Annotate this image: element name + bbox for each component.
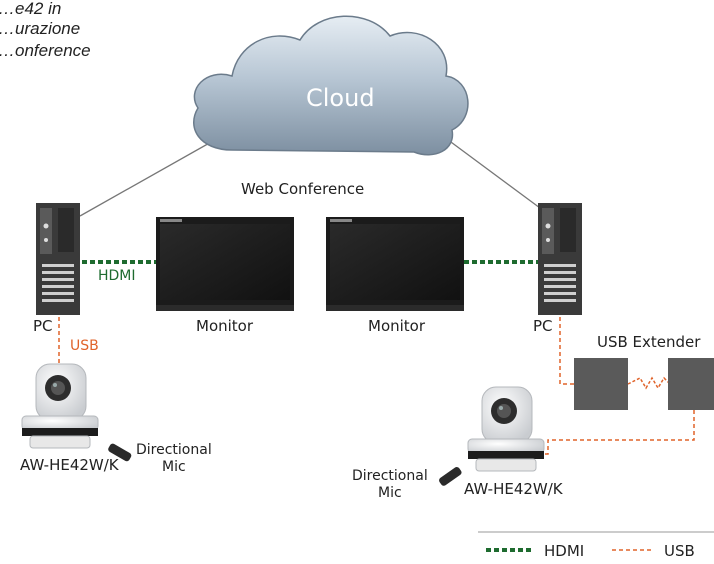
- directional-mic-left-icon: [108, 443, 132, 462]
- directional-mic-right-icon: [439, 467, 462, 486]
- usb-cable-right-pc: [559, 317, 574, 385]
- usb-extender-link: [627, 376, 671, 390]
- monitor-label-left: Monitor: [196, 317, 254, 335]
- heading-line-3: …onference: [0, 41, 91, 60]
- usb-extender-box-2: [668, 358, 714, 410]
- mic-label-right-2: Mic: [378, 485, 402, 501]
- monitor-right: [326, 217, 464, 311]
- monitor-label-right: Monitor: [368, 317, 426, 335]
- mic-label-left-2: Mic: [162, 459, 186, 475]
- usb-cable-right-camera: [538, 410, 695, 455]
- usb-label-left: USB: [70, 338, 99, 354]
- ptz-camera-right-icon: [467, 386, 545, 472]
- pc-label-right: PC: [533, 317, 553, 335]
- mic-label-right-1: Directional: [352, 468, 428, 484]
- usb-extender-box-1: [574, 358, 628, 410]
- mic-label-left-1: Directional: [136, 442, 212, 458]
- camera-label-left: AW-HE42W/K: [20, 456, 120, 474]
- legend-usb-label: USB: [664, 542, 695, 560]
- pc-label-left: PC: [33, 317, 53, 335]
- ptz-camera-left-icon: [21, 363, 99, 449]
- hdmi-label-left: HDMI: [98, 268, 136, 284]
- camera-label-right: AW-HE42W/K: [464, 480, 564, 498]
- heading-line-2: …urazione: [0, 19, 80, 38]
- page-heading: …e42 in …urazione …onference: [0, 0, 91, 60]
- legend-hdmi-label: HDMI: [544, 542, 584, 560]
- usb-extender-label: USB Extender: [597, 333, 701, 351]
- pc-tower-left: [36, 203, 80, 315]
- web-conference-label: Web Conference: [241, 180, 364, 198]
- heading-line-1: …e42 in: [0, 0, 61, 18]
- pc-tower-right: [538, 203, 582, 315]
- legend: HDMI USB: [478, 531, 714, 560]
- monitor-left: [156, 217, 294, 311]
- cloud-icon: Cloud: [193, 15, 469, 156]
- cloud-label: Cloud: [306, 84, 375, 112]
